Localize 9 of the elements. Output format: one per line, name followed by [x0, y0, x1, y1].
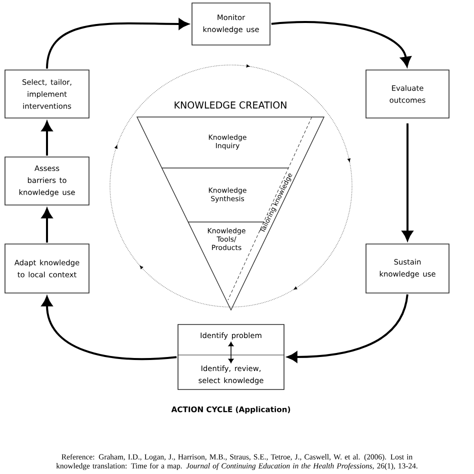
arrow	[42, 296, 177, 360]
funnel-heading: KNOWLEDGE CREATION	[174, 101, 286, 109]
arrow	[228, 342, 234, 364]
arrow	[42, 208, 52, 243]
arrow	[271, 21, 412, 67]
arrow	[287, 294, 408, 362]
arrow	[42, 121, 52, 156]
arrow	[402, 123, 413, 241]
arrow	[46, 18, 189, 69]
